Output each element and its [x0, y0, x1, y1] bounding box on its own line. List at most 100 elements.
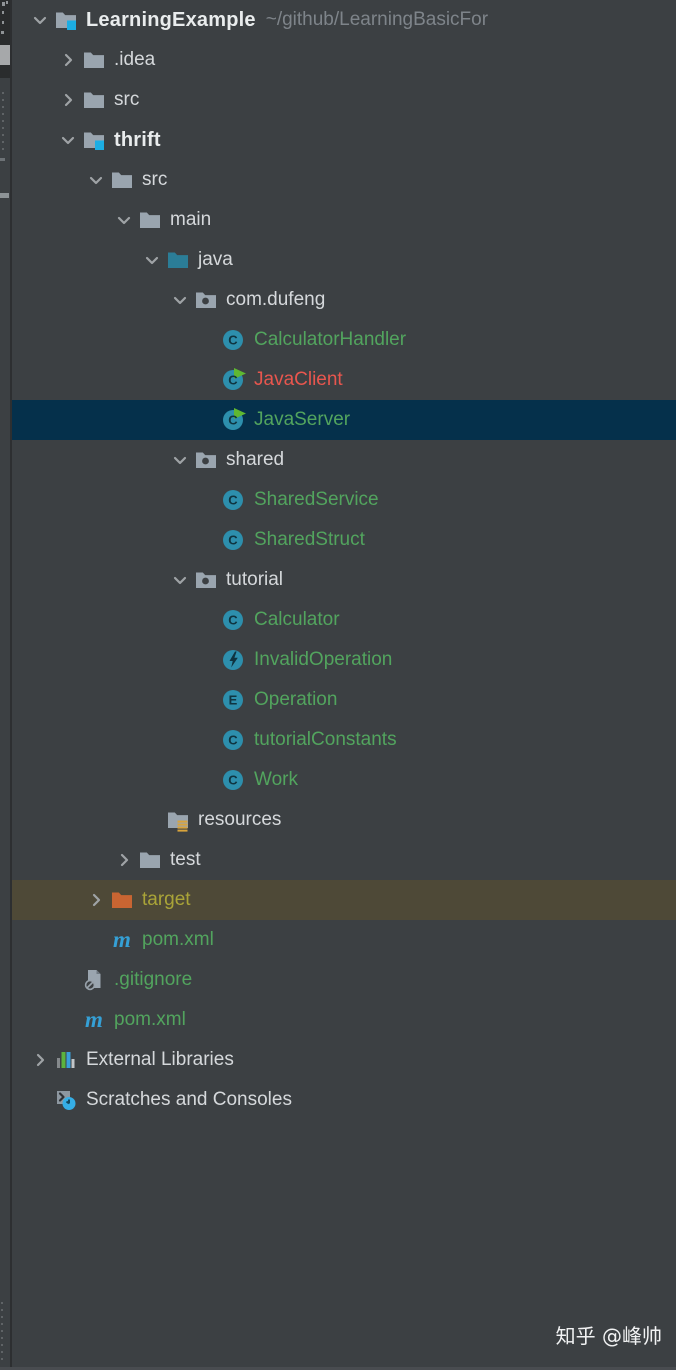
chevron-down-icon[interactable]	[82, 169, 110, 191]
tree-item-label: External Libraries	[86, 1049, 234, 1070]
tree-row-pom-xml[interactable]: m pom.xml	[12, 920, 676, 960]
chevron-spacer	[194, 529, 222, 551]
edge-dot	[1, 1316, 3, 1318]
svg-text:E: E	[229, 693, 238, 708]
edge-dot	[1, 1344, 3, 1346]
chevron-spacer	[138, 809, 166, 831]
tree-row-external-libraries[interactable]: External Libraries	[12, 1040, 676, 1080]
chevron-down-icon[interactable]	[166, 449, 194, 471]
tree-row-tutorial[interactable]: tutorial	[12, 560, 676, 600]
tree-row-src[interactable]: src	[12, 160, 676, 200]
tree-item-label: pom.xml	[114, 1009, 186, 1030]
tree-row--gitignore[interactable]: .gitignore	[12, 960, 676, 1000]
exception-class-icon	[222, 648, 246, 672]
svg-text:C: C	[228, 413, 238, 428]
tree-row--idea[interactable]: .idea	[12, 40, 676, 80]
tree-row-java[interactable]: java	[12, 240, 676, 280]
edge-mark	[1, 31, 4, 34]
tree-row-com-dufeng[interactable]: com.dufeng	[12, 280, 676, 320]
tree-row-target[interactable]: target	[12, 880, 676, 920]
tree-row-learningexample[interactable]: LearningExample~/github/LearningBasicFor	[12, 0, 676, 40]
chevron-spacer	[194, 409, 222, 431]
tree-item-label: pom.xml	[142, 929, 214, 950]
bottom-border	[0, 1367, 676, 1370]
tree-row-javaserver[interactable]: C JavaServer	[12, 400, 676, 440]
chevron-right-icon[interactable]	[110, 849, 138, 871]
svg-text:C: C	[228, 533, 238, 548]
edge-mark	[2, 11, 4, 14]
chevron-right-icon[interactable]	[26, 1049, 54, 1071]
edge-dot	[2, 141, 4, 143]
scrollbar-thumb[interactable]	[0, 45, 10, 65]
class-icon: C	[222, 768, 246, 792]
tree-item-label: test	[170, 849, 201, 870]
chevron-down-icon[interactable]	[26, 9, 54, 31]
edge-dot	[2, 148, 4, 150]
project-tree: LearningExample~/github/LearningBasicFor…	[12, 0, 676, 1120]
chevron-spacer	[194, 769, 222, 791]
tree-row-scratches-and-consoles[interactable]: Scratches and Consoles	[12, 1080, 676, 1120]
tree-item-label: resources	[198, 809, 282, 830]
tree-row-invalidoperation[interactable]: InvalidOperation	[12, 640, 676, 680]
tree-row-test[interactable]: test	[12, 840, 676, 880]
class-icon: C	[222, 328, 246, 352]
scratches-and-consoles-icon	[54, 1088, 78, 1112]
chevron-right-icon[interactable]	[54, 89, 82, 111]
chevron-spacer	[194, 329, 222, 351]
edge-dot	[1, 1337, 3, 1339]
edge-mark	[2, 2, 5, 6]
folder-icon	[82, 88, 106, 112]
edge-dot	[1, 1302, 3, 1304]
tree-item-label: main	[170, 209, 212, 230]
panel-divider	[10, 0, 12, 1370]
chevron-spacer	[194, 369, 222, 391]
chevron-right-icon[interactable]	[54, 49, 82, 71]
ignored-file-icon	[82, 968, 106, 992]
chevron-down-icon[interactable]	[138, 249, 166, 271]
tree-item-label: thrift	[114, 129, 161, 151]
tree-item-label: JavaServer	[254, 409, 351, 430]
chevron-spacer	[26, 1089, 54, 1111]
folder-icon	[138, 848, 162, 872]
svg-text:m: m	[113, 928, 131, 952]
chevron-down-icon[interactable]	[166, 569, 194, 591]
tree-item-label: Calculator	[254, 609, 340, 630]
chevron-spacer	[194, 489, 222, 511]
chevron-down-icon[interactable]	[54, 129, 82, 151]
edge-dot	[1, 1358, 3, 1360]
tree-row-thrift[interactable]: thrift	[12, 120, 676, 160]
tree-row-src[interactable]: src	[12, 80, 676, 120]
chevron-spacer	[194, 729, 222, 751]
chevron-down-icon[interactable]	[110, 209, 138, 231]
left-panel-edge	[0, 0, 12, 1370]
source-root-folder-icon	[166, 248, 190, 272]
edge-dot	[1, 1323, 3, 1325]
folder-icon	[110, 168, 134, 192]
package-folder-icon	[194, 448, 218, 472]
tree-row-resources[interactable]: resources	[12, 800, 676, 840]
project-folder-icon	[54, 8, 78, 32]
chevron-down-icon[interactable]	[166, 289, 194, 311]
svg-text:C: C	[228, 333, 238, 348]
runnable-class-icon: C	[222, 408, 246, 432]
chevron-right-icon[interactable]	[82, 889, 110, 911]
external-libraries-icon	[54, 1048, 78, 1072]
tree-row-shared[interactable]: shared	[12, 440, 676, 480]
excluded-folder-icon	[110, 888, 134, 912]
tree-row-main[interactable]: main	[12, 200, 676, 240]
class-icon: C	[222, 488, 246, 512]
edge-dot	[1, 1309, 3, 1311]
package-folder-icon	[194, 288, 218, 312]
tree-item-label: JavaClient	[254, 369, 343, 390]
tree-item-label: shared	[226, 449, 285, 470]
